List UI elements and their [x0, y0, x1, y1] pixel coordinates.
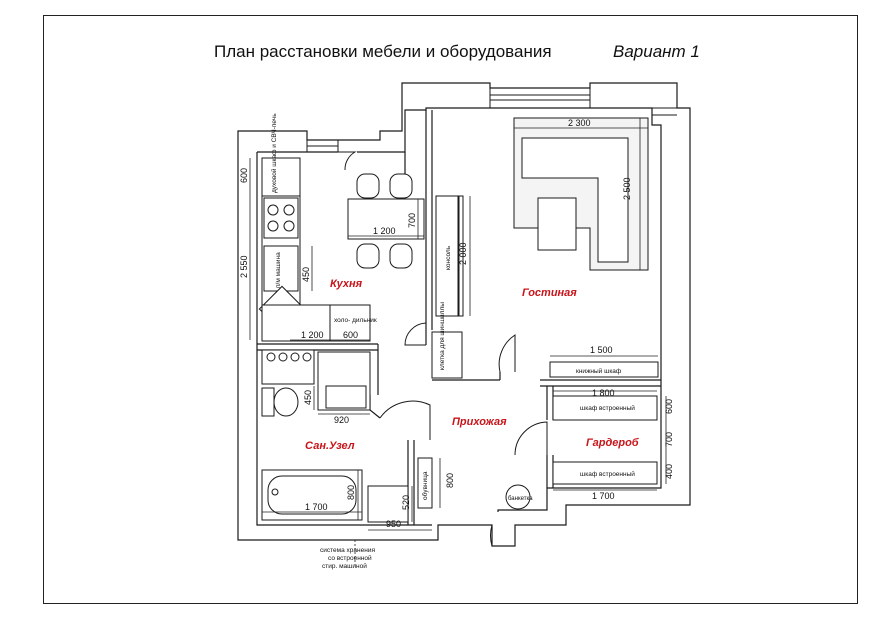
dim-bath-800: 800 [346, 485, 356, 500]
dim-table-1200: 1 200 [373, 226, 396, 236]
label-wardrobe-top: шкаф встроенный [580, 404, 635, 412]
coffee-table [537, 197, 577, 251]
dishwasher [263, 245, 299, 292]
storage-system [367, 485, 409, 523]
dim-table-700: 700 [407, 213, 417, 228]
dim-wardrobe-1700: 1 700 [592, 491, 615, 501]
windows [306, 83, 677, 152]
chair [389, 243, 413, 269]
room-living: Гостиная [522, 287, 577, 299]
storage-note-1: система хранения [320, 547, 375, 554]
toilet-tank [261, 387, 275, 417]
sink-bowl [325, 385, 367, 409]
builtin-wardrobe-bottom [552, 461, 658, 485]
kitchen-window-door [338, 151, 357, 171]
builtin-wardrobe-top [552, 395, 658, 421]
label-bookshelf: книжный шкаф [576, 367, 622, 375]
dim-fridge-600: 600 [343, 330, 358, 340]
living-furniture [431, 117, 659, 379]
dim-wardrobe-700: 700 [664, 432, 674, 447]
label-cage: клетка для шиншиллы [439, 302, 446, 370]
kitchen-door [404, 322, 427, 346]
toilet-bowl [273, 387, 299, 417]
furniture-labels: духовой шкаф и СВЧ-печь п/м машина холо-… [270, 113, 635, 570]
chinchilla-cage [431, 331, 463, 379]
room-labels: Кухня Гостиная Сан.Узел Прихожая Гардеро… [305, 278, 640, 452]
partition-wardrobe [546, 386, 554, 488]
room-kitchen: Кухня [330, 278, 363, 290]
oven-unit [261, 157, 301, 197]
dim-counter-1200: 1 200 [301, 330, 324, 340]
dim-dishwasher-450: 450 [301, 267, 311, 282]
dim-storage-950: 950 [386, 519, 401, 529]
dim-sofa-width: 2 300 [568, 118, 591, 128]
dim-kitchen-600: 600 [239, 168, 249, 183]
dim-bookshelf: 1 500 [590, 345, 613, 355]
dim-shoe-800: 800 [445, 473, 455, 488]
dim-wardrobe-400: 400 [664, 464, 674, 479]
chair [356, 243, 380, 269]
label-oven: духовой шкаф и СВЧ-печь [270, 113, 278, 193]
bench [505, 484, 531, 510]
chair [356, 173, 380, 199]
bath-door [379, 400, 431, 440]
storage-note-2: со встроенной [328, 554, 372, 562]
wardrobe-furniture [505, 395, 658, 510]
partition-kitchen-living [425, 110, 433, 330]
room-bathroom: Сан.Узел [305, 440, 355, 452]
cooktop [263, 197, 299, 239]
dim-sink-920: 920 [334, 415, 349, 425]
label-shoe-rack: обувница [421, 471, 429, 500]
fridge [329, 304, 371, 342]
dimension-lines [249, 118, 667, 565]
shoe-rack [417, 457, 433, 509]
chair [389, 173, 413, 199]
dim-sink-450: 450 [303, 390, 313, 405]
dim-sofa-depth: 2 500 [622, 177, 632, 200]
entrance-door [490, 524, 493, 547]
dim-storage-520: 520 [401, 495, 411, 510]
dim-wardrobe-1800: 1 800 [592, 388, 615, 398]
partition-living-hall [432, 372, 661, 387]
dim-bath-1700: 1 700 [305, 502, 328, 512]
storage-note-3: стир. машиной [322, 562, 367, 570]
label-wardrobe-bottom: шкаф встроенный [580, 470, 635, 478]
plan-variant: Вариант 1 [613, 42, 700, 61]
plan-title: План расстановки мебели и оборудования [214, 42, 552, 61]
label-dishwasher: п/м машина [275, 252, 282, 288]
label-fridge: холо- дильник [334, 317, 377, 324]
bookshelf [549, 361, 659, 378]
dim-wardrobe-600: 600 [664, 399, 674, 414]
room-wardrobe: Гардероб [586, 437, 640, 449]
console-top [458, 195, 464, 317]
room-hall: Прихожая [452, 416, 507, 428]
console [435, 195, 459, 317]
dimension-texts: 2 300 2 500 2 000 1 500 600 2 550 450 1 … [239, 118, 674, 529]
living-door [498, 334, 516, 373]
label-console: консоль [445, 245, 452, 270]
dim-console: 2 000 [458, 242, 468, 265]
door-swings [338, 151, 548, 547]
dining-table [347, 198, 425, 240]
dim-kitchen-2550: 2 550 [239, 255, 249, 278]
label-bench: банкетка [508, 496, 533, 502]
kitchen-furniture [258, 157, 425, 342]
wardrobe-door [514, 421, 548, 456]
drawing-frame [43, 15, 858, 604]
